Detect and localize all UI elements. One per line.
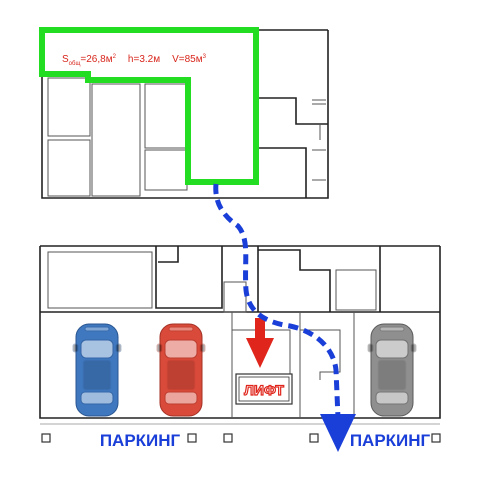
parking-walls (39, 245, 441, 419)
car-icon (156, 323, 206, 417)
bollards (41, 433, 441, 443)
lift-box: ЛИФТ (235, 373, 293, 405)
parking-label-right: ПАРКИНГ (350, 431, 431, 450)
highlighted-room (39, 27, 259, 185)
car-icon (72, 323, 122, 417)
route-path (213, 183, 341, 419)
arrow-down-icon (320, 414, 356, 452)
lift-label: ЛИФТ (244, 382, 284, 398)
car-icon (367, 323, 417, 417)
arrow-down-icon (246, 318, 274, 368)
parking-label-left: ПАРКИНГ (100, 431, 181, 450)
